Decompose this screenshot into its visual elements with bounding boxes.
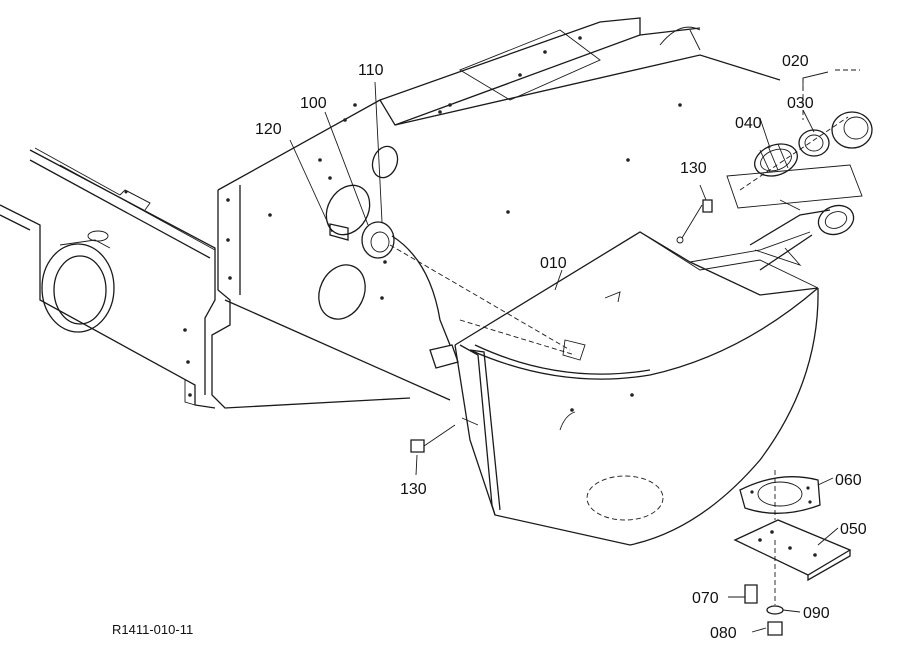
callout-090: 090 [803, 605, 830, 622]
frame-chassis [0, 147, 216, 409]
drain-plug-080 [767, 621, 783, 636]
filler-neck [749, 199, 855, 271]
callout-030: 030 [787, 95, 814, 112]
cap-020 [831, 111, 873, 149]
callout-010: 010 [540, 255, 567, 272]
diagram-reference-code: R1411-010-11 [112, 622, 193, 637]
callout-040: 040 [735, 115, 762, 132]
frame-ring-hole [41, 230, 115, 333]
strainer-040 [754, 143, 798, 177]
callout-080: 080 [710, 625, 737, 642]
washer-090 [766, 605, 784, 615]
plate-050 [733, 519, 852, 582]
callout-100: 100 [300, 95, 327, 112]
callout-130-lower: 130 [400, 481, 427, 498]
fuel-sender-unit [329, 221, 586, 369]
callout-110: 110 [358, 62, 384, 79]
callout-130-upper: 130 [680, 160, 707, 177]
bolt-130-lower [410, 424, 456, 453]
leader-lines [289, 71, 839, 633]
fuel-tank [454, 231, 819, 546]
callout-020: 020 [782, 53, 809, 70]
strainer-group-bracket [726, 69, 863, 209]
callout-050: 050 [840, 521, 867, 538]
gasket-030 [798, 129, 830, 157]
bolt-130-upper [676, 199, 713, 244]
callout-070: 070 [692, 590, 719, 607]
callout-120: 120 [255, 121, 282, 138]
screw-070 [744, 584, 758, 604]
gasket-060 [739, 476, 821, 514]
callout-060: 060 [835, 472, 862, 489]
